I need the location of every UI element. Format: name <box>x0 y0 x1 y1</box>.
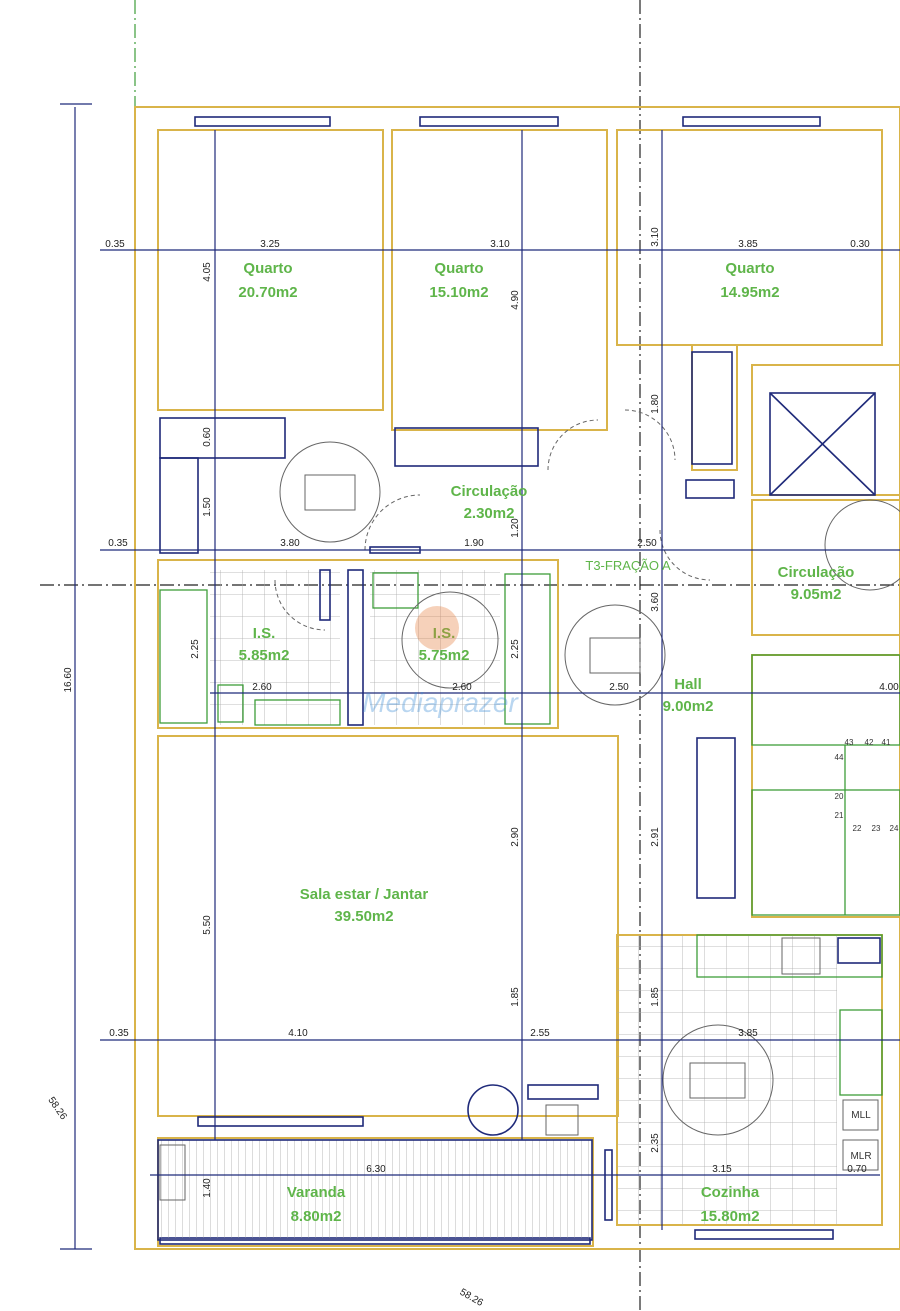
stair-numbers: 43 42 41 44 20 21 22 23 24 <box>835 738 899 833</box>
dim-label: 0.35 <box>105 239 125 250</box>
dim-label: 5.50 <box>202 915 213 935</box>
stair-step-number: 44 <box>835 753 844 762</box>
dimension-lines <box>60 103 900 1250</box>
bathroom-tiles <box>159 569 551 726</box>
room-labels: Quarto 20.70m2 Quarto 15.10m2 Quarto 14.… <box>238 260 854 1225</box>
room-name-quarto-1: Quarto <box>243 260 292 277</box>
dim-label: 0.35 <box>108 538 128 549</box>
dim-label: 4.05 <box>202 262 213 282</box>
stair-step-number: 23 <box>872 824 881 833</box>
watermark-logo-icon <box>415 606 459 650</box>
room-name-varanda: Varanda <box>287 1184 346 1201</box>
room-area-is-1: 5.85m2 <box>239 647 290 664</box>
stair-step-number: 43 <box>845 738 854 747</box>
dim-label: 2.91 <box>650 827 661 847</box>
watermark: Mediaprazer <box>362 606 519 718</box>
dim-label: 3.10 <box>650 227 661 247</box>
kitchen-tiles <box>617 934 883 1225</box>
dim-label: 2.60 <box>252 682 272 693</box>
dim-label: 2.25 <box>510 639 521 659</box>
dim-label: 4.00 <box>879 682 899 693</box>
stair-step-number: 20 <box>835 792 844 801</box>
room-name-quarto-3: Quarto <box>725 260 774 277</box>
room-name-circulacao-1: Circulação <box>451 483 528 500</box>
unit-label: T3-FRAÇÃO A <box>585 558 671 573</box>
room-name-quarto-2: Quarto <box>434 260 483 277</box>
room-area-hall: 9.00m2 <box>663 698 714 715</box>
wardrobes <box>159 351 736 899</box>
dim-label: 3.85 <box>738 239 758 250</box>
room-area-circulacao-1: 2.30m2 <box>464 505 515 522</box>
dim-label: 4.10 <box>288 1028 308 1039</box>
dim-label: 0.35 <box>109 1028 129 1039</box>
dim-label: 3.25 <box>260 239 280 250</box>
dim-label: 2.35 <box>650 1133 661 1153</box>
dim-label: 0.60 <box>202 427 213 447</box>
room-area-quarto-3: 14.95m2 <box>720 284 779 301</box>
dim-label: 58.26 <box>458 1287 486 1309</box>
dim-label: 3.80 <box>280 538 300 549</box>
stair-core <box>751 392 900 916</box>
dim-label: 2.50 <box>637 538 657 549</box>
room-name-is-1: I.S. <box>253 625 276 642</box>
room-area-quarto-2: 15.10m2 <box>429 284 488 301</box>
dim-label: 1.85 <box>650 987 661 1007</box>
room-area-quarto-1: 20.70m2 <box>238 284 297 301</box>
dim-label: 58.26 <box>45 1095 69 1122</box>
fixture-label-mlr: MLR <box>850 1151 871 1162</box>
dim-label: 2.50 <box>609 682 629 693</box>
stair-step-number: 24 <box>890 824 899 833</box>
stair-step-number: 21 <box>835 811 844 820</box>
dim-label: 1.50 <box>202 497 213 517</box>
room-area-sala: 39.50m2 <box>334 908 393 925</box>
stair-step-number: 41 <box>882 738 891 747</box>
room-name-hall: Hall <box>674 676 702 693</box>
dim-label: 2.55 <box>530 1028 550 1039</box>
dim-label: 1.80 <box>650 394 661 414</box>
room-name-cozinha: Cozinha <box>701 1184 760 1201</box>
dim-label: 16.60 <box>63 667 74 692</box>
dining-furniture <box>279 441 900 1136</box>
room-area-cozinha: 15.80m2 <box>700 1208 759 1225</box>
balcony-deck <box>157 1084 599 1241</box>
stair-step-number: 22 <box>853 824 862 833</box>
dim-label: 0.30 <box>850 239 870 250</box>
dim-label: 3.85 <box>738 1028 758 1039</box>
dim-label: 1.40 <box>202 1178 213 1198</box>
doors <box>274 409 711 1221</box>
dim-label: 6.30 <box>366 1164 386 1175</box>
room-name-sala: Sala estar / Jantar <box>300 886 429 903</box>
dim-label: 2.60 <box>452 682 472 693</box>
dim-label: 4.90 <box>510 290 521 310</box>
dim-label: 1.85 <box>510 987 521 1007</box>
dim-label: 0.70 <box>847 1164 867 1175</box>
dim-label: 3.60 <box>650 592 661 612</box>
watermark-text: Mediaprazer <box>362 687 519 718</box>
stair-step-number: 42 <box>865 738 874 747</box>
dim-label: 1.90 <box>464 538 484 549</box>
fixture-label-mll: MLL <box>851 1110 871 1121</box>
dim-label: 2.25 <box>190 639 201 659</box>
room-area-is-2: 5.75m2 <box>419 647 470 664</box>
fixture-labels: MLL MLR <box>850 1110 871 1162</box>
room-area-varanda: 8.80m2 <box>291 1208 342 1225</box>
room-area-circulacao-2: 9.05m2 <box>791 586 842 603</box>
dim-label: 3.15 <box>712 1164 732 1175</box>
dim-label: 1.20 <box>510 518 521 538</box>
room-name-circulacao-2: Circulação <box>778 564 855 581</box>
dim-label: 3.10 <box>490 239 510 250</box>
room-name-is-2: I.S. <box>433 625 456 642</box>
dim-label: 2.90 <box>510 827 521 847</box>
